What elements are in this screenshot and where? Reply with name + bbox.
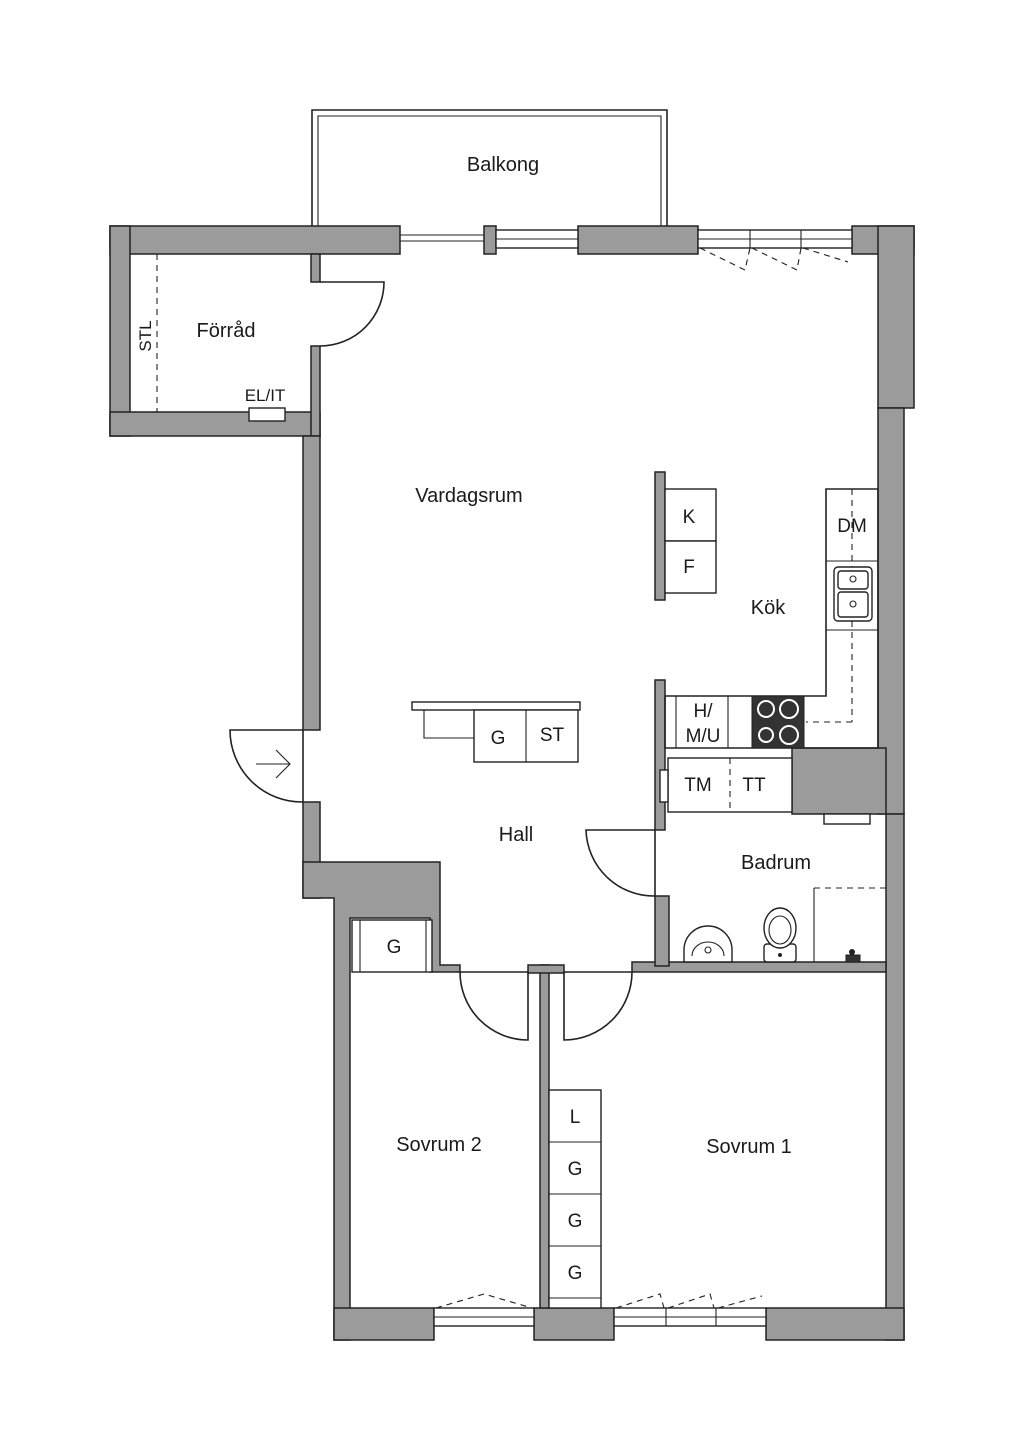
entrance-door[interactable] — [229, 729, 304, 803]
room-label-forrad: Förråd — [197, 320, 256, 342]
label-f: F — [683, 557, 695, 578]
bedroom1-door[interactable] — [563, 971, 633, 1041]
hall-wardrobe — [411, 701, 581, 763]
label-el-it: EL/IT — [245, 386, 286, 405]
bathroom-door[interactable] — [585, 829, 656, 897]
label-l: L — [570, 1107, 581, 1128]
room-label-sovrum2: Sovrum 2 — [396, 1134, 482, 1156]
label-dm: DM — [837, 516, 867, 537]
label-h: H/ — [694, 701, 714, 722]
windows — [433, 229, 853, 1327]
entrance-arrow-icon — [256, 749, 291, 779]
storage-fixtures — [156, 254, 286, 422]
label-mu: M/U — [686, 726, 721, 747]
label-g-sovrum2: G — [387, 937, 402, 958]
bedroom2-door[interactable] — [459, 971, 529, 1041]
room-label-badrum: Badrum — [741, 852, 811, 874]
bedroom2-wardrobe — [351, 919, 433, 973]
room-label-hall: Hall — [499, 824, 533, 846]
label-tm: TM — [684, 775, 711, 796]
toilet-icon — [763, 907, 797, 963]
balcony — [311, 109, 668, 228]
kitchen-island — [664, 488, 717, 594]
label-g1: G — [568, 1159, 583, 1180]
storage-door[interactable] — [319, 281, 385, 347]
doors — [229, 281, 656, 1041]
label-stl: STL — [136, 320, 155, 351]
shower-icon — [845, 949, 861, 963]
walls — [109, 225, 915, 1341]
washbasin-icon — [683, 925, 733, 963]
label-g3: G — [568, 1263, 583, 1284]
balcony-door[interactable] — [400, 234, 484, 242]
label-g-hall: G — [491, 728, 506, 749]
bathroom-fixtures — [683, 813, 886, 963]
room-label-balkong: Balkong — [467, 154, 539, 176]
room-label-vardagsrum: Vardagsrum — [415, 485, 522, 507]
sink-icon — [833, 566, 873, 622]
room-label-sovrum1: Sovrum 1 — [706, 1136, 792, 1158]
kitchen-counter — [664, 488, 879, 749]
label-tt: TT — [742, 775, 766, 796]
label-st: ST — [540, 725, 565, 746]
laundry — [659, 757, 793, 813]
stove-icon — [751, 695, 805, 749]
room-label-kok: Kök — [751, 597, 786, 619]
bedroom1-wardrobes — [548, 1089, 602, 1309]
label-g2: G — [568, 1211, 583, 1232]
label-k: K — [683, 507, 696, 528]
